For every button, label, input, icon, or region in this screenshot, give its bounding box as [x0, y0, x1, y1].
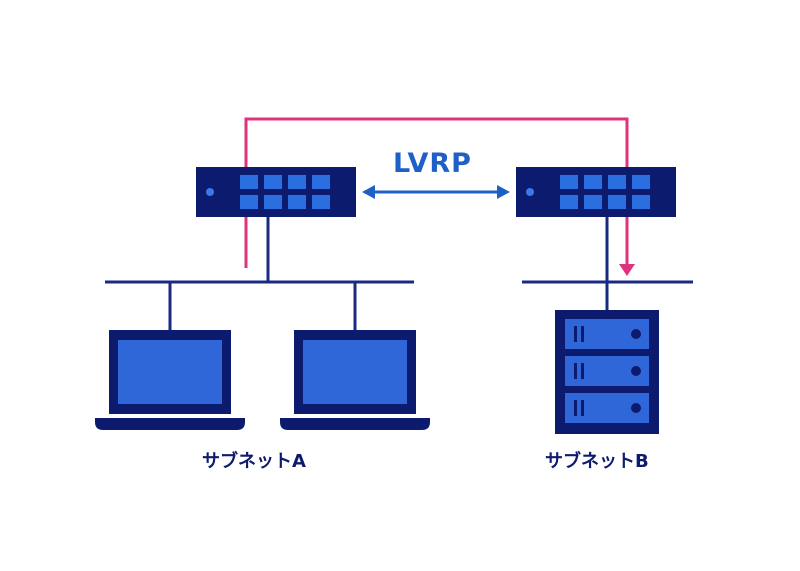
switch-left-icon	[196, 167, 356, 217]
double-arrow-icon	[362, 185, 510, 199]
laptop-2-icon	[280, 330, 430, 430]
laptop-1-icon	[95, 330, 245, 430]
subnet-a-bus	[105, 217, 414, 330]
subnet-b-bus	[522, 217, 693, 310]
switch-right-icon	[516, 167, 676, 217]
protocol-label: LVRP	[393, 148, 472, 179]
subnet-b-label: サブネットB	[545, 451, 649, 472]
server-icon	[555, 310, 659, 434]
subnet-a-label: サブネットA	[202, 451, 306, 472]
path-arrowhead-icon	[619, 264, 635, 276]
